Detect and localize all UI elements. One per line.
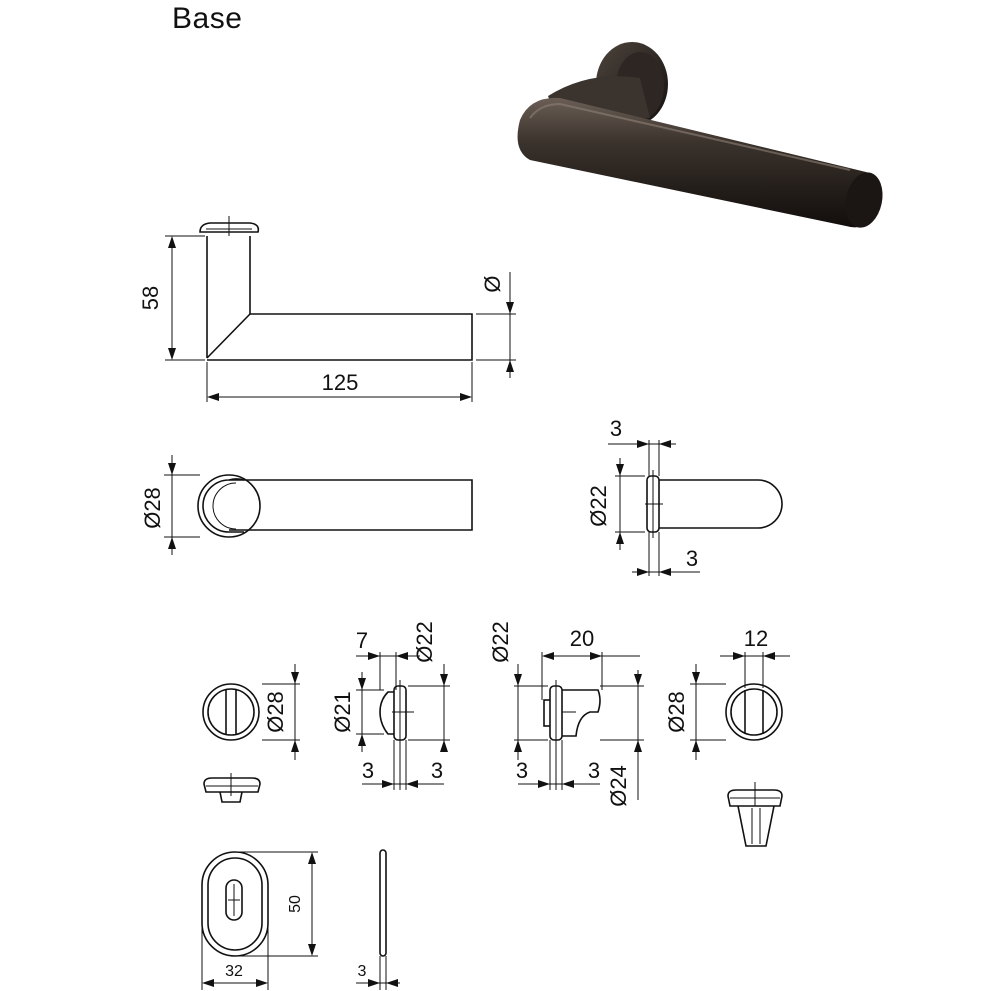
dim-thumb-3a-label: 3	[362, 758, 374, 783]
dim-turn-d24-label: Ø24	[606, 765, 631, 807]
dim-turn-3b-label: 3	[588, 758, 600, 783]
dim-thumb-d21-label: Ø21	[330, 691, 355, 733]
dim-thumb-7-label: 7	[356, 628, 368, 653]
page-title: Base	[172, 2, 243, 35]
dim-oval-50-label: 50	[287, 895, 304, 913]
dim-58-label: 58	[138, 286, 163, 310]
knob-front-view	[690, 652, 790, 847]
handle-photo	[517, 42, 883, 228]
rose-side-profile	[608, 440, 783, 576]
oval-escutcheon-front	[201, 851, 318, 990]
lever-top-view	[164, 455, 473, 555]
dim-side-3-bottom-label: 3	[686, 546, 698, 571]
dim-turn-3a-label: 3	[516, 758, 528, 783]
dim-oval-32-label: 32	[225, 963, 243, 980]
thumbturn-side-view	[356, 652, 450, 790]
dim-thumb-3b-label: 3	[431, 758, 443, 783]
dim-knob-d28-label: Ø28	[664, 691, 689, 733]
wc-escutcheon-front	[202, 664, 300, 803]
dim-plate-3-label: 3	[358, 963, 367, 980]
dim-knob-12-label: 12	[744, 626, 768, 651]
dim-turn-20-label: 20	[570, 626, 594, 651]
dim-diameter-label: Ø	[480, 275, 505, 292]
dim-rose-d28-label: Ø28	[140, 487, 165, 529]
dim-side-d22-label: Ø22	[586, 485, 611, 527]
dim-side-3-top-label: 3	[610, 416, 622, 441]
lever-side-view	[165, 216, 516, 402]
dim-125-label: 125	[322, 370, 359, 395]
dim-thumb-d22-label: Ø22	[412, 621, 437, 663]
plate-side-profile	[356, 849, 400, 990]
turn-knob-side-view	[514, 652, 644, 800]
dim-esc-d28-label: Ø28	[263, 691, 288, 733]
dim-turn-d22-label: Ø22	[488, 621, 513, 663]
